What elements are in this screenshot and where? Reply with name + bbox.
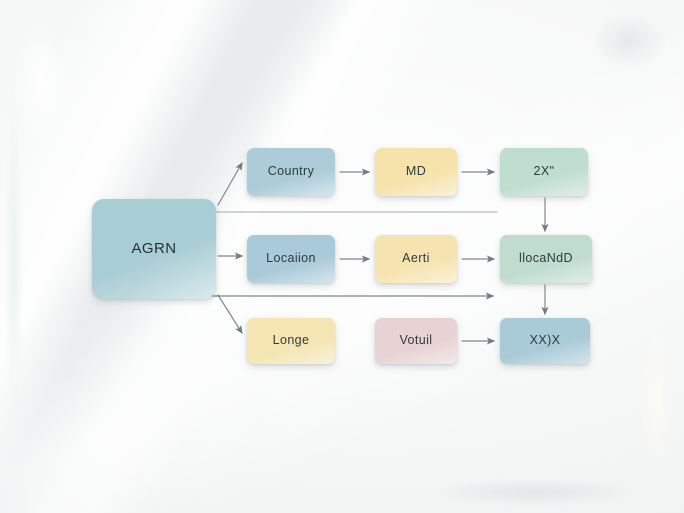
node-label: Votuil: [399, 333, 433, 348]
node-agrn-label: AGRN: [131, 239, 177, 257]
node-label: 2X": [533, 164, 555, 179]
node-row-2-col2[interactable]: Aerti: [375, 235, 457, 283]
node-row-1-col3[interactable]: 2X": [500, 148, 588, 196]
node-row-3-col3[interactable]: XX)X: [500, 318, 590, 364]
node-label: Aerti: [402, 251, 430, 266]
node-label: Longe: [272, 333, 310, 348]
node-row-2-col1[interactable]: Locaiion: [247, 235, 335, 283]
connector-root-to-longe: [217, 294, 243, 335]
node-label: XX)X: [529, 333, 561, 348]
node-label: llocaNdD: [519, 251, 573, 266]
node-agrn[interactable]: AGRN: [92, 199, 216, 299]
node-label: MD: [405, 164, 427, 179]
node-label: Country: [267, 164, 315, 179]
node-row-2-col3[interactable]: llocaNdD: [500, 235, 592, 283]
node-row-1-col1[interactable]: Country: [247, 148, 335, 196]
node-label: Locaiion: [266, 251, 316, 266]
connector-root-to-country: [217, 161, 243, 206]
node-row-1-col2[interactable]: MD: [375, 148, 457, 196]
node-row-3-col2[interactable]: Votuil: [375, 318, 457, 364]
node-row-3-col1[interactable]: Longe: [247, 318, 335, 364]
